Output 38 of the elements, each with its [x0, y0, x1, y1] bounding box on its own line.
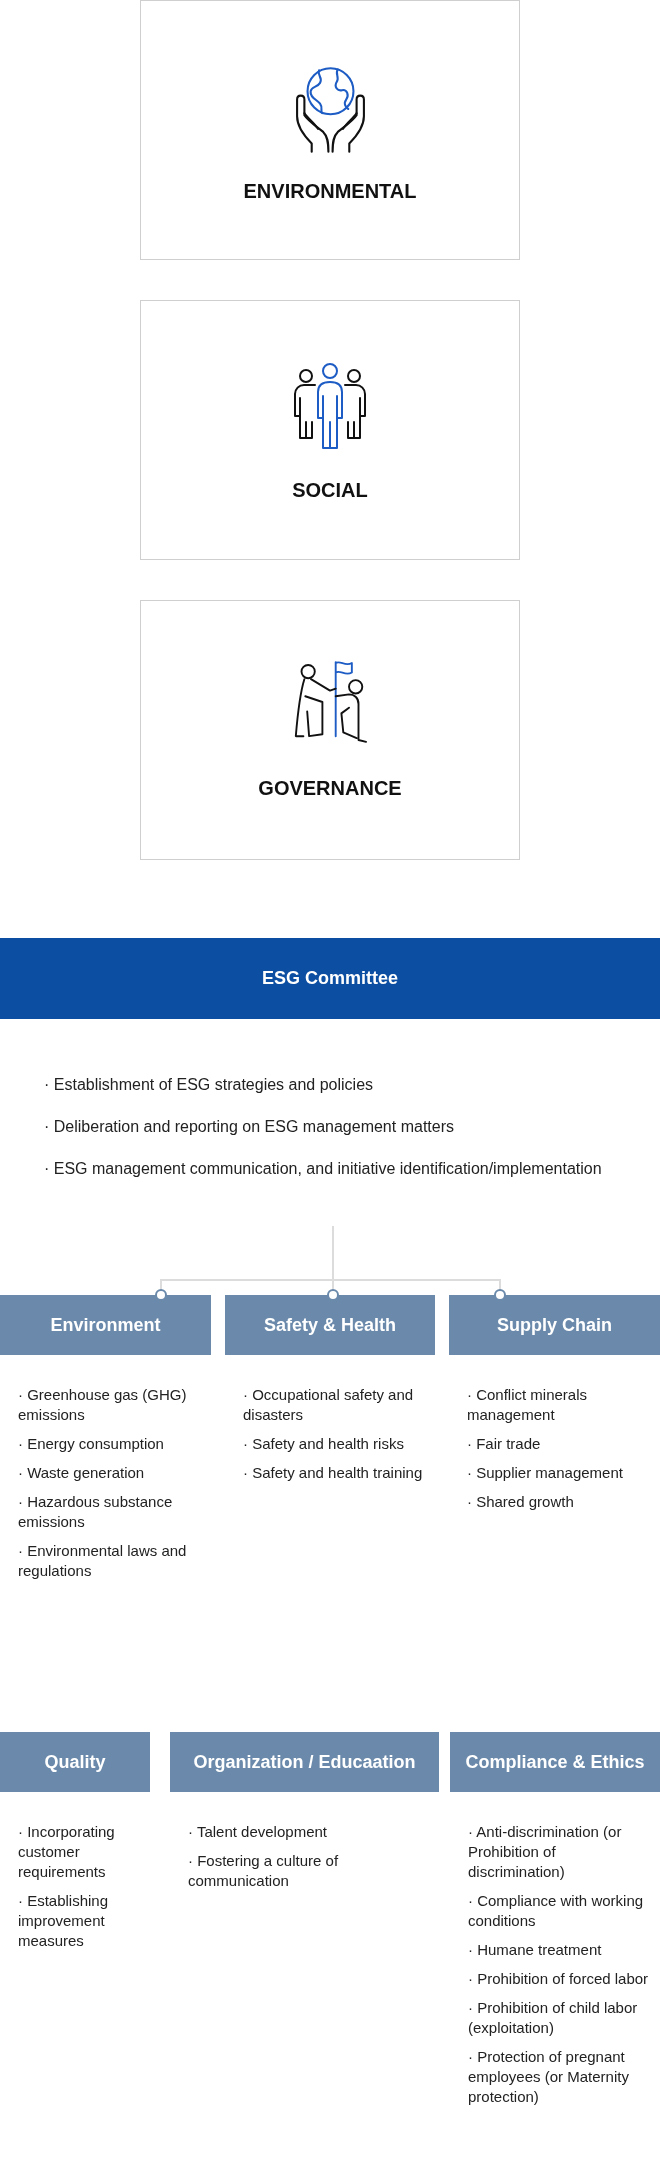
- topic-header: Compliance & Ethics: [450, 1732, 660, 1792]
- topic-header: Safety & Health: [225, 1295, 435, 1355]
- bullet-item: · Talent development: [188, 1822, 328, 1842]
- topic-header: Quality: [0, 1732, 150, 1792]
- bullet-item: · Safety and health training: [243, 1463, 424, 1483]
- category-card: [140, 300, 520, 560]
- bullet-item: · Compliance with working conditions: [468, 1891, 645, 1931]
- bullet-item: · Anti-discrimination (or Prohibition of discrimination): [468, 1822, 623, 1882]
- category-card: [140, 600, 520, 860]
- bullet-item: · Incorporating customer requirements: [18, 1822, 116, 1882]
- committee-banner: ESG Committee: [0, 938, 660, 1019]
- bullet-item: · Deliberation and reporting on ESG management matters: [44, 1117, 455, 1137]
- bullet-item: · Environmental laws and regulations: [18, 1541, 188, 1581]
- bullet-item: · Occupational safety and disasters: [243, 1385, 415, 1425]
- bullet-item: · Fair trade: [467, 1434, 542, 1454]
- bullet-item: · Energy consumption: [18, 1434, 165, 1454]
- topic-header: Environment: [0, 1295, 211, 1355]
- bullet-item: · Prohibition of forced labor: [468, 1969, 650, 1989]
- topic-header: Supply Chain: [449, 1295, 660, 1355]
- bullet-item: · Protection of pregnant employees (or Maternity protection): [468, 2047, 630, 2107]
- bullet-item: · Hazardous substance emissions: [18, 1492, 174, 1532]
- category-card: [140, 0, 520, 260]
- bullet-item: · Establishing improvement measures: [18, 1891, 110, 1951]
- bullet-item: · Conflict minerals management: [467, 1385, 589, 1425]
- bullet-item: · Waste generation: [18, 1463, 146, 1483]
- bullet-item: · Establishment of ESG strategies and policies: [44, 1075, 375, 1095]
- bullet-item: · ESG management communication, and initiative identification/implementation: [44, 1159, 603, 1179]
- bullet-item: · Prohibition of child labor (exploitation): [468, 1998, 639, 2038]
- card-title: SOCIAL: [292, 478, 368, 502]
- topic-header: Organization / Educaation: [170, 1732, 439, 1792]
- bullet-item: · Shared growth: [467, 1492, 575, 1512]
- bullet-item: · Fostering a culture of communication: [188, 1851, 340, 1891]
- bullet-item: · Greenhouse gas (GHG) emissions: [18, 1385, 188, 1425]
- bullet-item: · Safety and health risks: [243, 1434, 405, 1454]
- bullet-item: · Humane treatment: [468, 1940, 603, 1960]
- bullet-item: · Supplier management: [467, 1463, 624, 1483]
- card-title: GOVERNANCE: [258, 776, 402, 800]
- card-title: ENVIRONMENTAL: [243, 179, 417, 203]
